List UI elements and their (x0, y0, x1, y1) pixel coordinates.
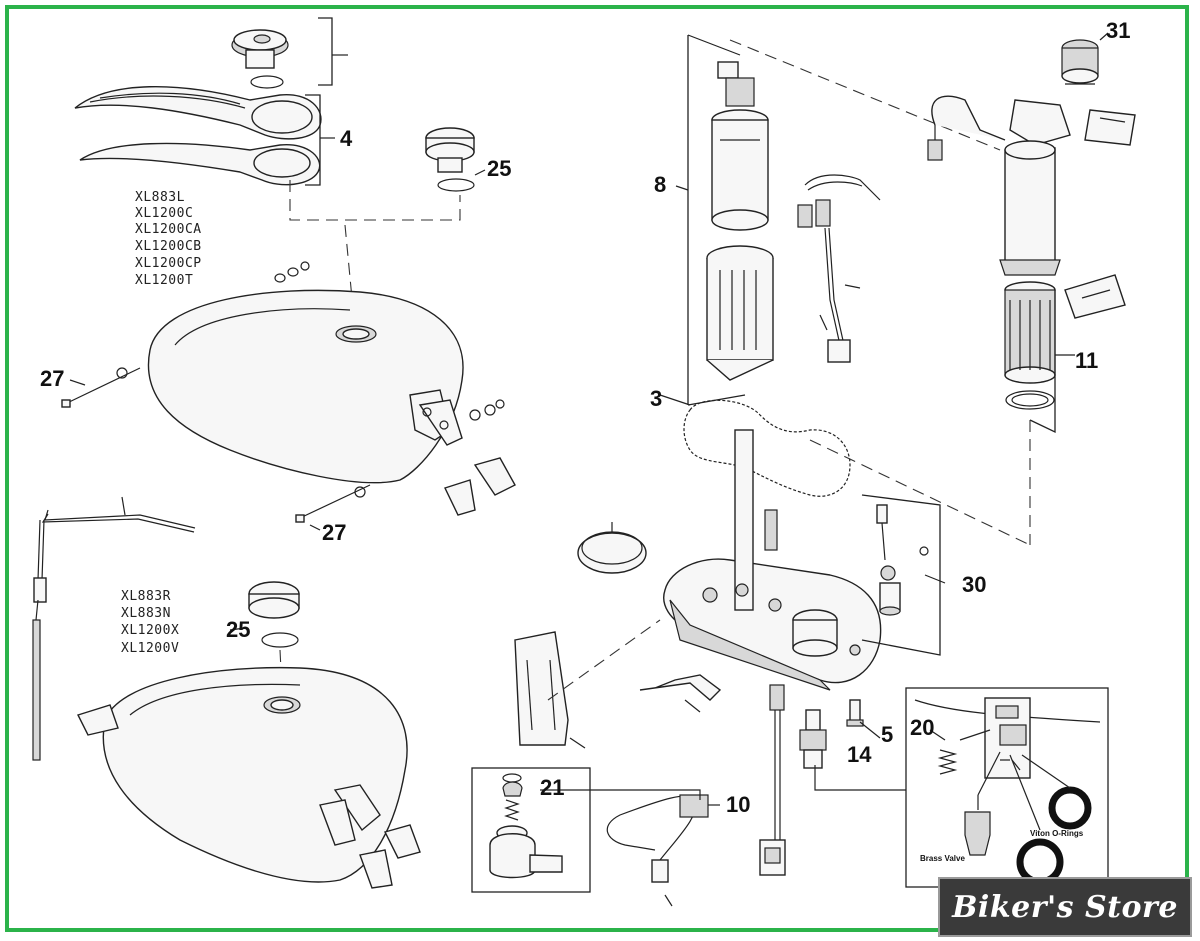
callout-27: 27 (40, 366, 64, 391)
tank-console-lower (79, 142, 321, 186)
callout-3: 3 (650, 386, 662, 411)
leader-lines (69, 354, 1075, 806)
callout-25: 25 (487, 156, 511, 181)
bracket-30 (861, 494, 941, 656)
fuel-cap-25-lower (248, 581, 300, 691)
bracket-11 (1029, 290, 1056, 434)
callout-5: 5 (881, 722, 893, 747)
callout-21: 21 (540, 775, 564, 800)
model-label: XL883L (135, 190, 185, 205)
callout-11: 11 (1075, 348, 1098, 373)
viton-orings-label: Viton O-Rings (1030, 829, 1084, 838)
filter-housing (999, 99, 1071, 276)
sensor-rod (32, 496, 196, 761)
callout-30: 30 (962, 572, 986, 597)
callout-numbers: 4 25 27 27 25 8 31 11 3 30 5 14 20 21 10 (40, 18, 1130, 817)
model-label: XL1200CB (135, 239, 202, 254)
models-list-2: XL883R XL883N XL1200X XL1200V (121, 589, 179, 656)
flange-bolt-5 (846, 699, 864, 727)
model-label: XL1200T (135, 273, 193, 288)
callout-27: 27 (322, 520, 346, 545)
pump-bracket (514, 631, 586, 749)
model-label: XL1200C (135, 206, 193, 221)
brand-watermark: Biker's Store (938, 877, 1192, 937)
models-list-1: XL883L XL1200C XL1200CA XL1200CB XL1200C… (135, 190, 202, 288)
pump-flange-base (663, 429, 882, 691)
fuel-pump-sleeve (706, 245, 774, 381)
callout-31: 31 (1106, 18, 1130, 43)
fuel-level-sender-30 (876, 504, 929, 616)
model-label: XL1200X (121, 623, 179, 638)
assembly-line-cap (289, 180, 461, 221)
tank-console-upper (74, 86, 322, 140)
model-label: XL883R (121, 589, 171, 604)
assembly-line-pump (729, 39, 1001, 151)
watermark-text: Biker's Store (952, 889, 1178, 925)
wiring-harness (797, 174, 881, 363)
inset-21 (471, 767, 701, 893)
diagram-frame (5, 5, 1189, 932)
bracket-8 (675, 34, 746, 406)
tank-mount-hardware (61, 261, 516, 523)
model-label: XL1200CA (135, 222, 202, 237)
assembly-line-bracket (547, 619, 661, 701)
pump-hose (927, 95, 1006, 161)
fuel-pump-motor (711, 61, 769, 231)
pump-gasket-3 (683, 399, 851, 497)
regulator-cap-31 (1061, 32, 1109, 85)
callout-14: 14 (847, 742, 872, 767)
model-label: XL1200CP (135, 256, 202, 271)
callout-20: 20 (910, 715, 934, 740)
retainer-plate (639, 674, 722, 713)
fuel-tank-upper (147, 289, 464, 484)
fuel-cap-25-top (425, 127, 486, 192)
hose-clamp (577, 522, 647, 574)
clips (1064, 109, 1136, 319)
brass-valve-label: Brass Valve (920, 854, 965, 863)
assembly-line-gasket (809, 439, 1031, 546)
callout-25: 25 (226, 617, 250, 642)
fuel-line-10 (606, 794, 709, 907)
check-valve-14 (799, 709, 827, 769)
callout-4: 4 (340, 126, 353, 151)
bracket-4 (305, 17, 348, 186)
model-label: XL883N (121, 606, 171, 621)
fuel-cap-top (231, 29, 289, 89)
fuel-tank-lower (77, 666, 421, 889)
fuel-filter-11 (1004, 281, 1056, 410)
pump-connector-harness (759, 684, 786, 876)
callout-8: 8 (654, 172, 666, 197)
model-label: XL1200V (121, 641, 179, 656)
callout-10: 10 (726, 792, 750, 817)
